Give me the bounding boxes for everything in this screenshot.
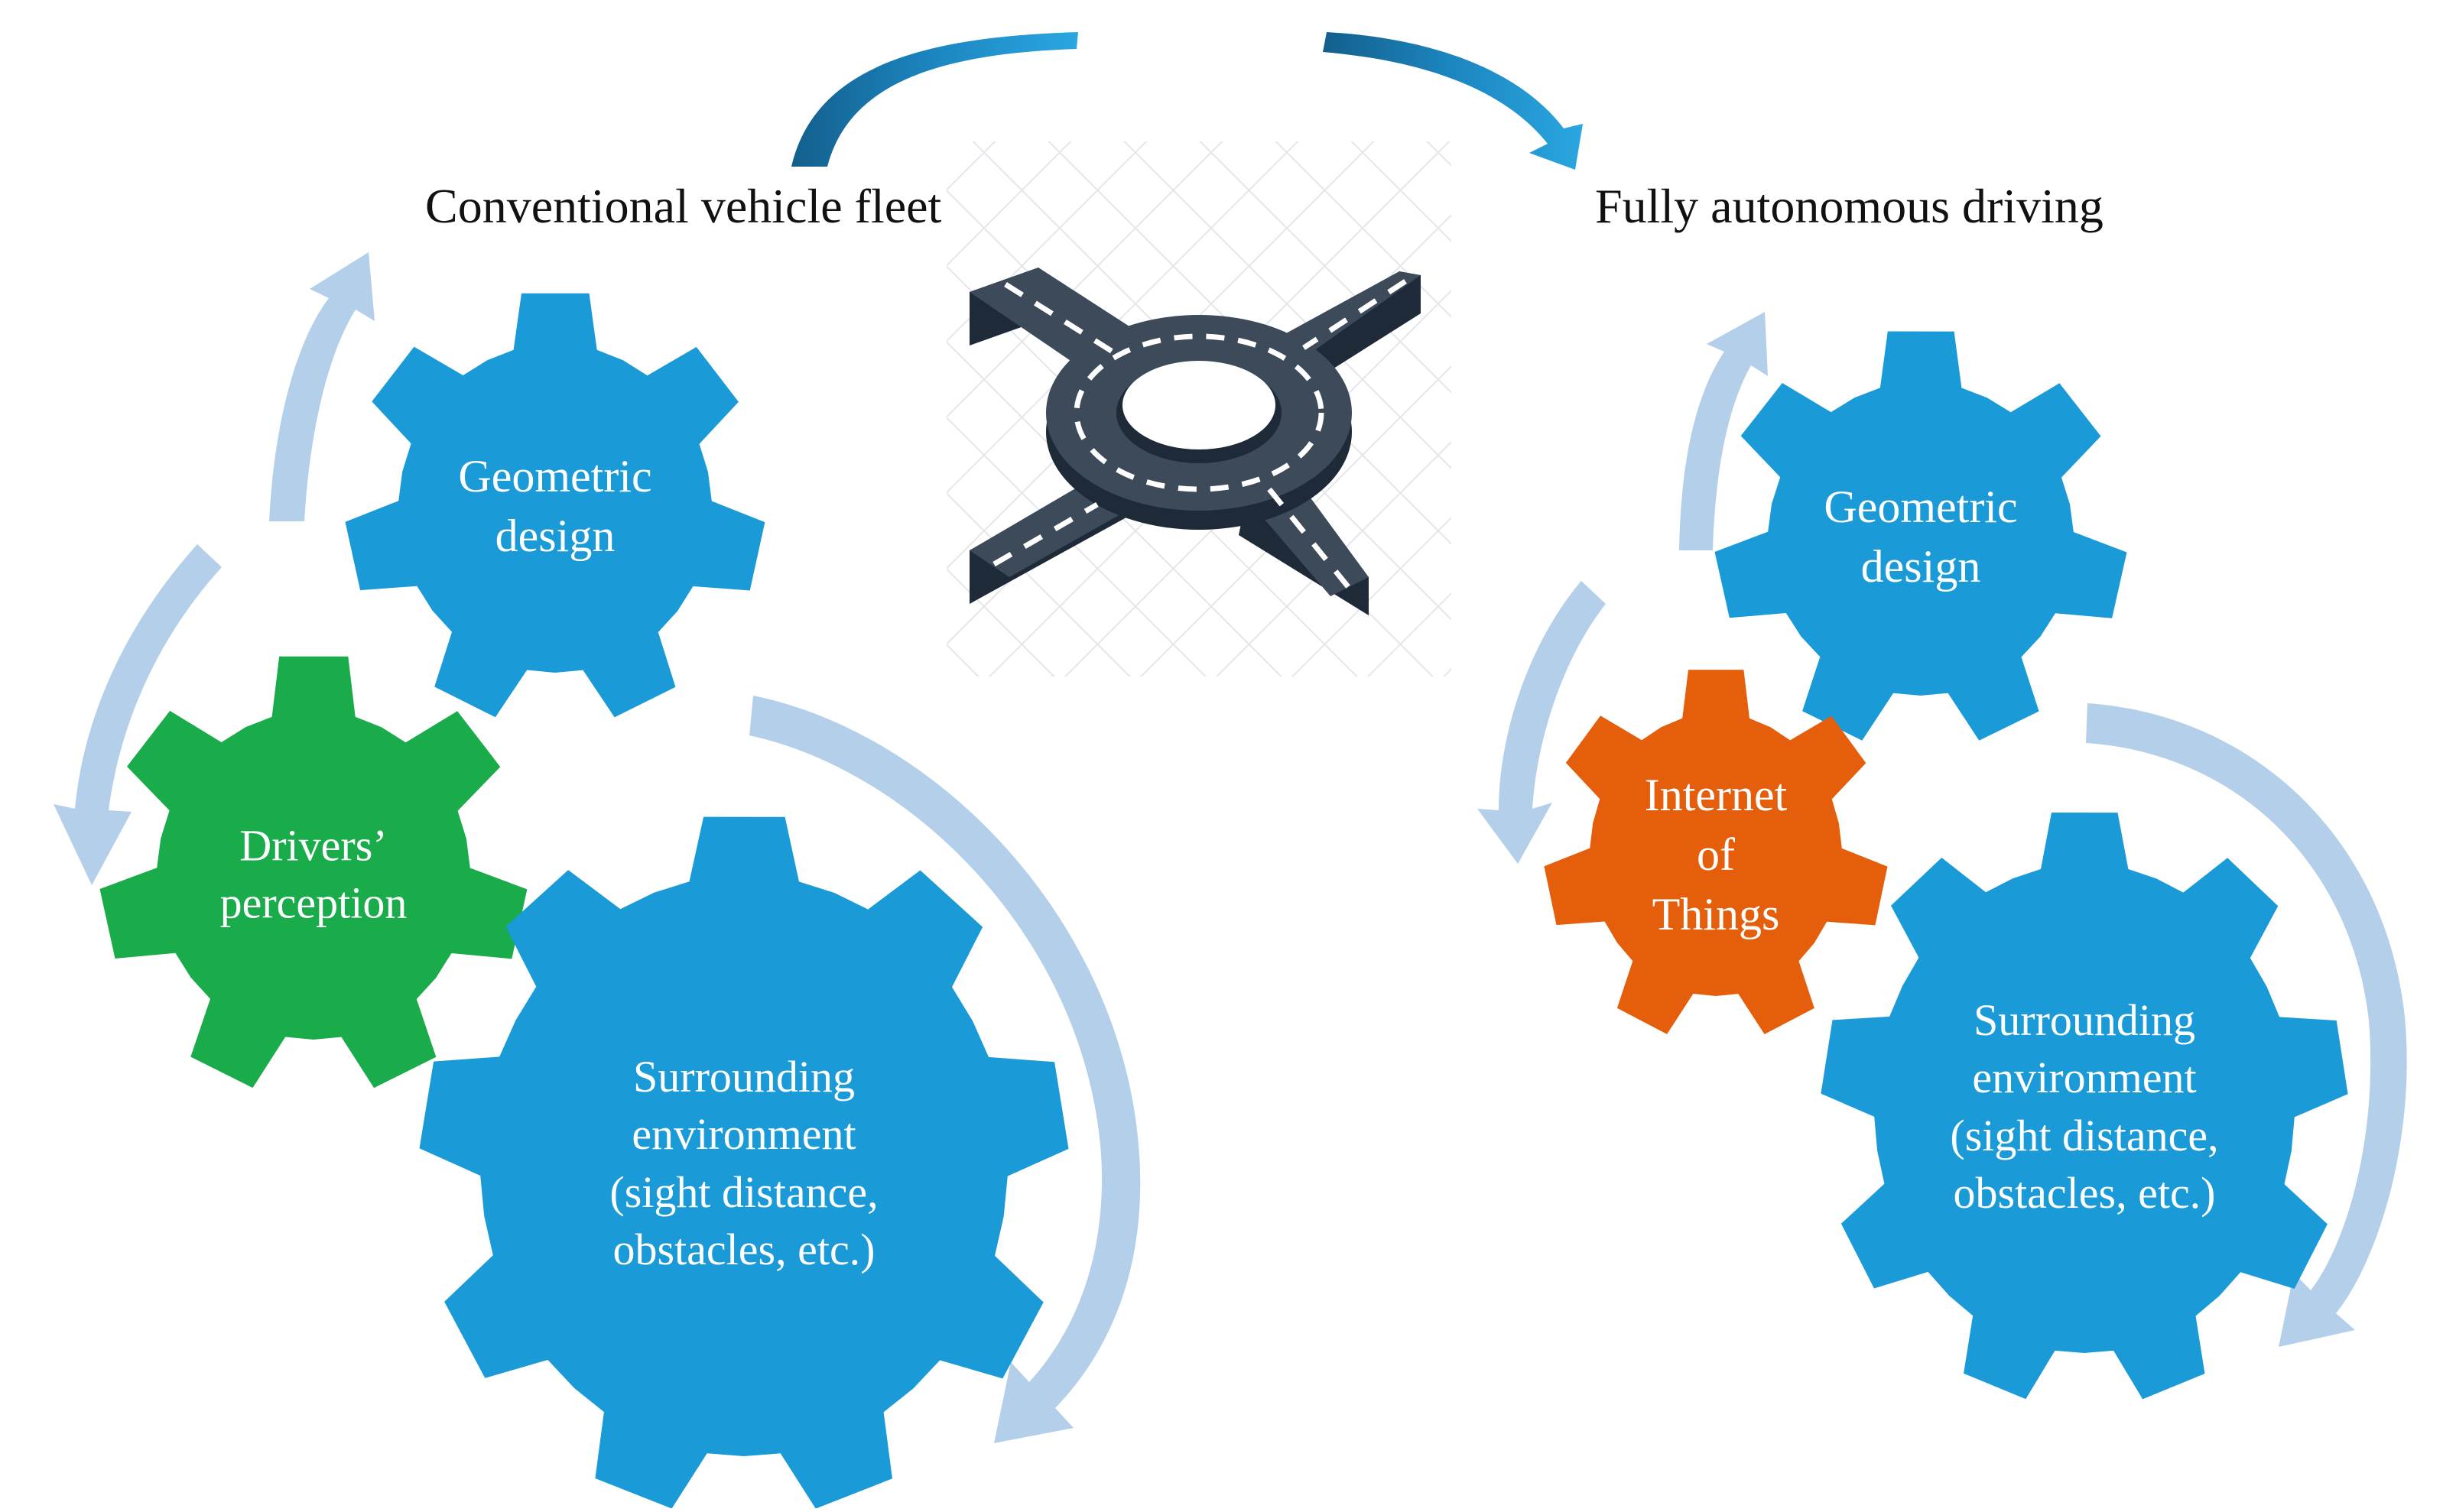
right-iot-gear (1544, 670, 1888, 1034)
right-surrounding-gear (1821, 813, 2348, 1400)
top-curved-arrow (791, 32, 1078, 167)
gears-layer (99, 293, 2348, 1509)
right-cycle-arrows (1477, 312, 2407, 1347)
roundabout-icon (947, 141, 1451, 677)
right-up-arrow (1679, 312, 1768, 550)
left-geometric-gear (345, 293, 765, 718)
left-up-arrow (269, 252, 375, 521)
right-geometric-gear (1714, 331, 2127, 741)
left-surrounding-gear (419, 816, 1069, 1509)
right-down-arrow (1477, 581, 1606, 864)
right-heading: Fully autonomous driving (1595, 179, 2104, 233)
left-drivers-gear (99, 656, 528, 1089)
left-cycle-arrows (54, 252, 1141, 1443)
left-down-arrow (54, 544, 222, 885)
left-drivers-perception-label: Drivers’perception (219, 820, 408, 928)
right-big-arrow (2086, 703, 2407, 1347)
top-curved-arrow-right (1323, 32, 1583, 170)
left-heading: Conventional vehicle fleet (425, 179, 942, 233)
